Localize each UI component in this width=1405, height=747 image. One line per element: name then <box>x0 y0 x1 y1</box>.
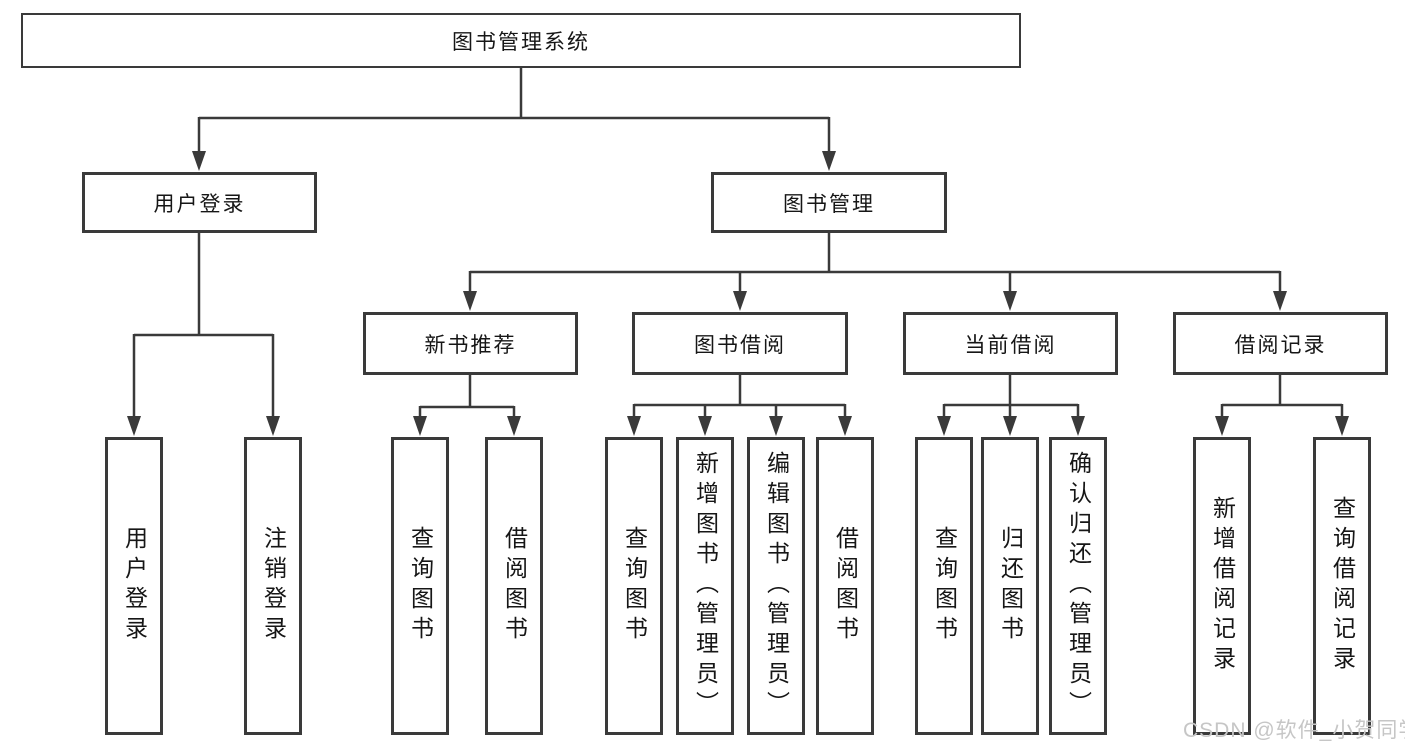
leaf-borrow-book-2: 借阅图书 <box>816 437 874 735</box>
connector-book-borrow-children <box>627 374 852 436</box>
arrowhead-icon <box>769 416 783 436</box>
node-user-login: 用户登录 <box>82 172 317 233</box>
connector-borrow-records-children <box>1215 374 1349 436</box>
leaf-query-book-1: 查询图书 <box>391 437 449 735</box>
leaf-add-book: 新增图书（管理员） <box>676 437 734 735</box>
arrowhead-icon <box>1003 291 1017 311</box>
leaf-query-book-3-label: 查询图书 <box>931 526 958 646</box>
arrowhead-icon <box>192 151 206 171</box>
node-current-borrow: 当前借阅 <box>903 312 1118 375</box>
connector-current-borrow-children <box>937 374 1085 436</box>
leaf-add-record: 新增借阅记录 <box>1193 437 1251 735</box>
arrowhead-icon <box>1071 416 1085 436</box>
node-book-mgmt-label: 图书管理 <box>783 192 875 216</box>
node-root: 图书管理系统 <box>21 13 1021 68</box>
node-book-mgmt: 图书管理 <box>711 172 947 233</box>
connector-line <box>632 374 847 418</box>
connector-line <box>132 232 275 418</box>
leaf-edit-book: 编辑图书（管理员） <box>747 437 805 735</box>
connector-new-book-rec-children <box>413 374 521 436</box>
node-book-borrow-label: 图书借阅 <box>694 333 786 357</box>
leaf-return-book: 归还图书 <box>981 437 1039 735</box>
leaf-query-book-2: 查询图书 <box>605 437 663 735</box>
leaf-query-book-2-label: 查询图书 <box>621 526 648 646</box>
leaf-logout: 注销登录 <box>244 437 302 735</box>
arrowhead-icon <box>733 291 747 311</box>
node-new-book-rec-label: 新书推荐 <box>424 333 517 357</box>
node-root-label: 图书管理系统 <box>452 30 590 54</box>
arrowhead-icon <box>937 416 951 436</box>
node-current-borrow-label: 当前借阅 <box>964 333 1057 357</box>
leaf-add-record-label: 新增借阅记录 <box>1209 496 1236 676</box>
arrowhead-icon <box>1273 291 1287 311</box>
node-user-login-label: 用户登录 <box>153 192 246 216</box>
connector-root-to-level2 <box>192 67 836 171</box>
connector-line <box>1220 374 1344 418</box>
arrowhead-icon <box>822 151 836 171</box>
leaf-borrow-book-1: 借阅图书 <box>485 437 543 735</box>
connector-line <box>418 374 516 418</box>
node-book-borrow: 图书借阅 <box>632 312 848 375</box>
arrowhead-icon <box>627 416 641 436</box>
leaf-return-book-label: 归还图书 <box>997 526 1024 646</box>
arrowhead-icon <box>127 416 141 436</box>
connector-line <box>197 67 831 153</box>
leaf-borrow-book-1-label: 借阅图书 <box>501 526 528 646</box>
leaf-edit-book-label: 编辑图书（管理员） <box>763 451 790 721</box>
leaf-logout-label: 注销登录 <box>260 526 287 646</box>
arrowhead-icon <box>507 416 521 436</box>
arrowhead-icon <box>1003 416 1017 436</box>
connector-line <box>468 232 1282 293</box>
connector-book-mgmt-children <box>463 232 1287 311</box>
leaf-borrow-book-2-label: 借阅图书 <box>832 526 859 646</box>
leaf-user-login-label: 用户登录 <box>121 526 148 646</box>
arrowhead-icon <box>1215 416 1229 436</box>
leaf-confirm-return: 确认归还（管理员） <box>1049 437 1107 735</box>
connector-user-login-children <box>127 232 280 436</box>
arrowhead-icon <box>266 416 280 436</box>
node-borrow-records: 借阅记录 <box>1173 312 1388 375</box>
node-borrow-records-label: 借阅记录 <box>1234 333 1327 357</box>
leaf-query-record-label: 查询借阅记录 <box>1329 496 1356 676</box>
leaf-query-book-3: 查询图书 <box>915 437 973 735</box>
watermark: CSDN @软件_小贺同学 <box>1183 719 1405 742</box>
arrowhead-icon <box>413 416 427 436</box>
leaf-query-record: 查询借阅记录 <box>1313 437 1371 735</box>
arrowhead-icon <box>838 416 852 436</box>
arrowhead-icon <box>1335 416 1349 436</box>
connector-line <box>942 374 1080 418</box>
node-new-book-rec: 新书推荐 <box>363 312 578 375</box>
arrowhead-icon <box>698 416 712 436</box>
arrowhead-icon <box>463 291 477 311</box>
leaf-add-book-label: 新增图书（管理员） <box>692 451 719 721</box>
leaf-confirm-return-label: 确认归还（管理员） <box>1065 451 1092 721</box>
leaf-user-login: 用户登录 <box>105 437 163 735</box>
leaf-query-book-1-label: 查询图书 <box>407 526 434 646</box>
